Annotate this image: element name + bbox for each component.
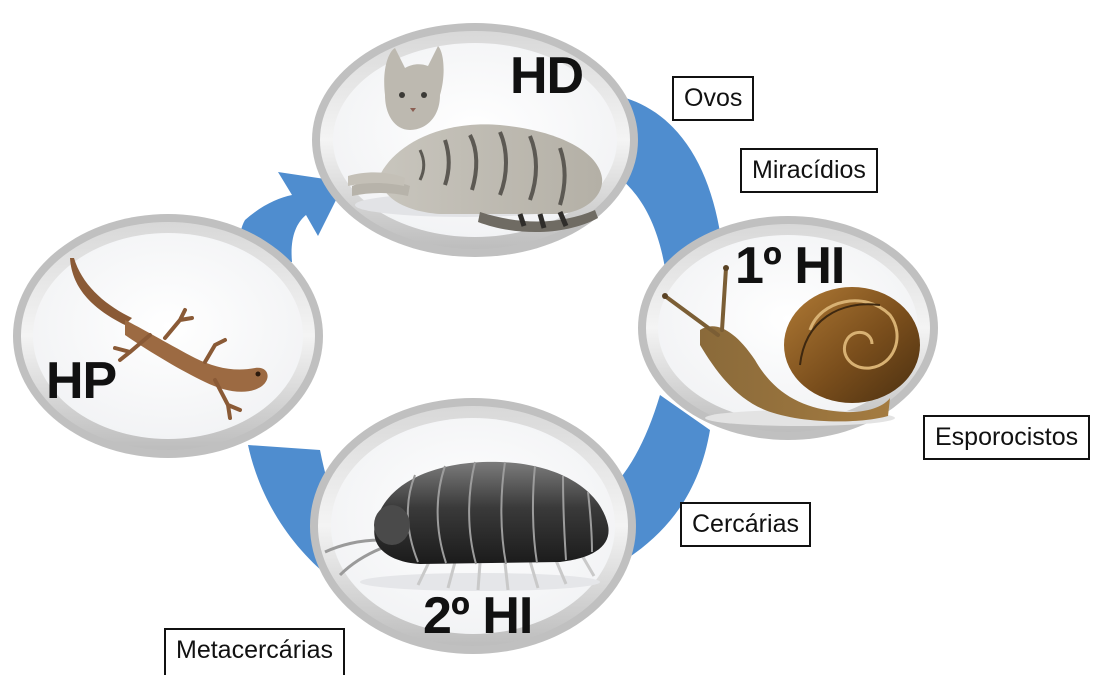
stage-metacercarias: Metacercárias: [164, 628, 345, 675]
stage-cercarias: Cercárias: [680, 502, 811, 547]
host-label-first-hi: 1º HI: [735, 240, 844, 292]
host-label-hd: HD: [510, 50, 583, 102]
stage-miracidios: Miracídios: [740, 148, 878, 193]
host-label-hp: HP: [46, 355, 116, 407]
stage-esporocistos: Esporocistos: [923, 415, 1090, 460]
host-label-second-hi: 2º HI: [423, 590, 532, 642]
stage-ovos: Ovos: [672, 76, 754, 121]
